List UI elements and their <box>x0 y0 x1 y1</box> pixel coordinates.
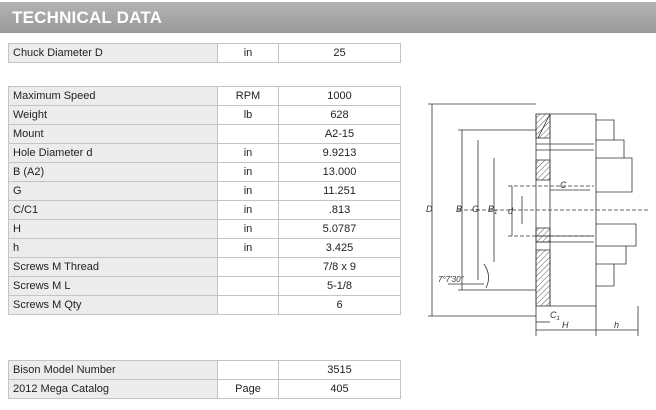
row-value: 3515 <box>278 360 401 380</box>
row-label: Mount <box>8 124 218 144</box>
label-c1: C1 <box>550 310 560 322</box>
label-d-diameter: D <box>426 204 433 214</box>
section-title: TECHNICAL DATA <box>12 8 163 27</box>
row-value: 628 <box>278 105 401 125</box>
row-unit: in <box>217 143 279 163</box>
row-unit <box>217 276 279 296</box>
label-g: G <box>472 204 479 214</box>
row-value: 11.251 <box>278 181 401 201</box>
row-label: Screws M Qty <box>8 295 218 315</box>
row-label: 2012 Mega Catalog <box>8 379 218 399</box>
label-taper-angle: 7°7'30" <box>438 275 465 284</box>
section-header: TECHNICAL DATA <box>0 2 656 33</box>
row-label: Screws M L <box>8 276 218 296</box>
row-unit <box>217 257 279 277</box>
lower-jaw <box>596 223 637 287</box>
table-row: Screws M Thread 7/8 x 9 <box>8 257 401 277</box>
row-label: G <box>8 181 218 201</box>
row-unit: Page <box>217 379 279 399</box>
table-row: Bison Model Number 3515 <box>8 360 401 380</box>
row-label: B (A2) <box>8 162 218 182</box>
row-unit <box>217 295 279 315</box>
centre-lines <box>458 185 648 237</box>
row-unit: in <box>217 200 279 220</box>
label-hole-d: d <box>508 206 514 216</box>
row-label: Chuck Diameter D <box>8 43 218 63</box>
row-value: 5.0787 <box>278 219 401 239</box>
row-value: 13.000 <box>278 162 401 182</box>
label-b: B <box>456 204 462 214</box>
row-label: H <box>8 219 218 239</box>
row-unit: in <box>217 43 279 63</box>
row-label: Hole Diameter d <box>8 143 218 163</box>
row-unit: in <box>217 181 279 201</box>
row-value: 9.9213 <box>278 143 401 163</box>
table-row: Mount A2-15 <box>8 124 401 144</box>
row-label: C/C1 <box>8 200 218 220</box>
row-unit <box>217 360 279 380</box>
row-value: 6 <box>278 295 401 315</box>
row-value: 3.425 <box>278 238 401 258</box>
row-label: h <box>8 238 218 258</box>
upper-jaw <box>596 119 633 193</box>
table-row: Screws M L 5-1/8 <box>8 276 401 296</box>
label-c: C <box>560 180 567 190</box>
row-value: 5-1/8 <box>278 276 401 296</box>
dimension-lines <box>428 103 639 336</box>
label-b1: B1 <box>488 204 497 216</box>
row-value: 7/8 x 9 <box>278 257 401 277</box>
row-value: 405 <box>278 379 401 399</box>
row-value: A2-15 <box>278 124 401 144</box>
mounting-screws <box>536 143 594 243</box>
row-unit: in <box>217 162 279 182</box>
label-h-lower: h <box>614 320 619 330</box>
row-label: Bison Model Number <box>8 360 218 380</box>
row-unit: in <box>217 219 279 239</box>
row-value: .813 <box>278 200 401 220</box>
row-unit: lb <box>217 105 279 125</box>
row-unit <box>217 124 279 144</box>
dimension-labels: D B G B1 d C C1 H h 7°7'30" <box>426 180 619 330</box>
chuck-technical-drawing: D B G B1 d C C1 H h 7°7'30" <box>426 103 648 336</box>
row-unit: in <box>217 238 279 258</box>
table-row: Screws M Qty 6 <box>8 295 401 315</box>
label-h-upper: H <box>562 320 569 330</box>
row-label: Screws M Thread <box>8 257 218 277</box>
row-unit: RPM <box>217 86 279 106</box>
row-label: Weight <box>8 105 218 125</box>
row-value: 25 <box>278 43 401 63</box>
row-label: Maximum Speed <box>8 86 218 106</box>
row-value: 1000 <box>278 86 401 106</box>
